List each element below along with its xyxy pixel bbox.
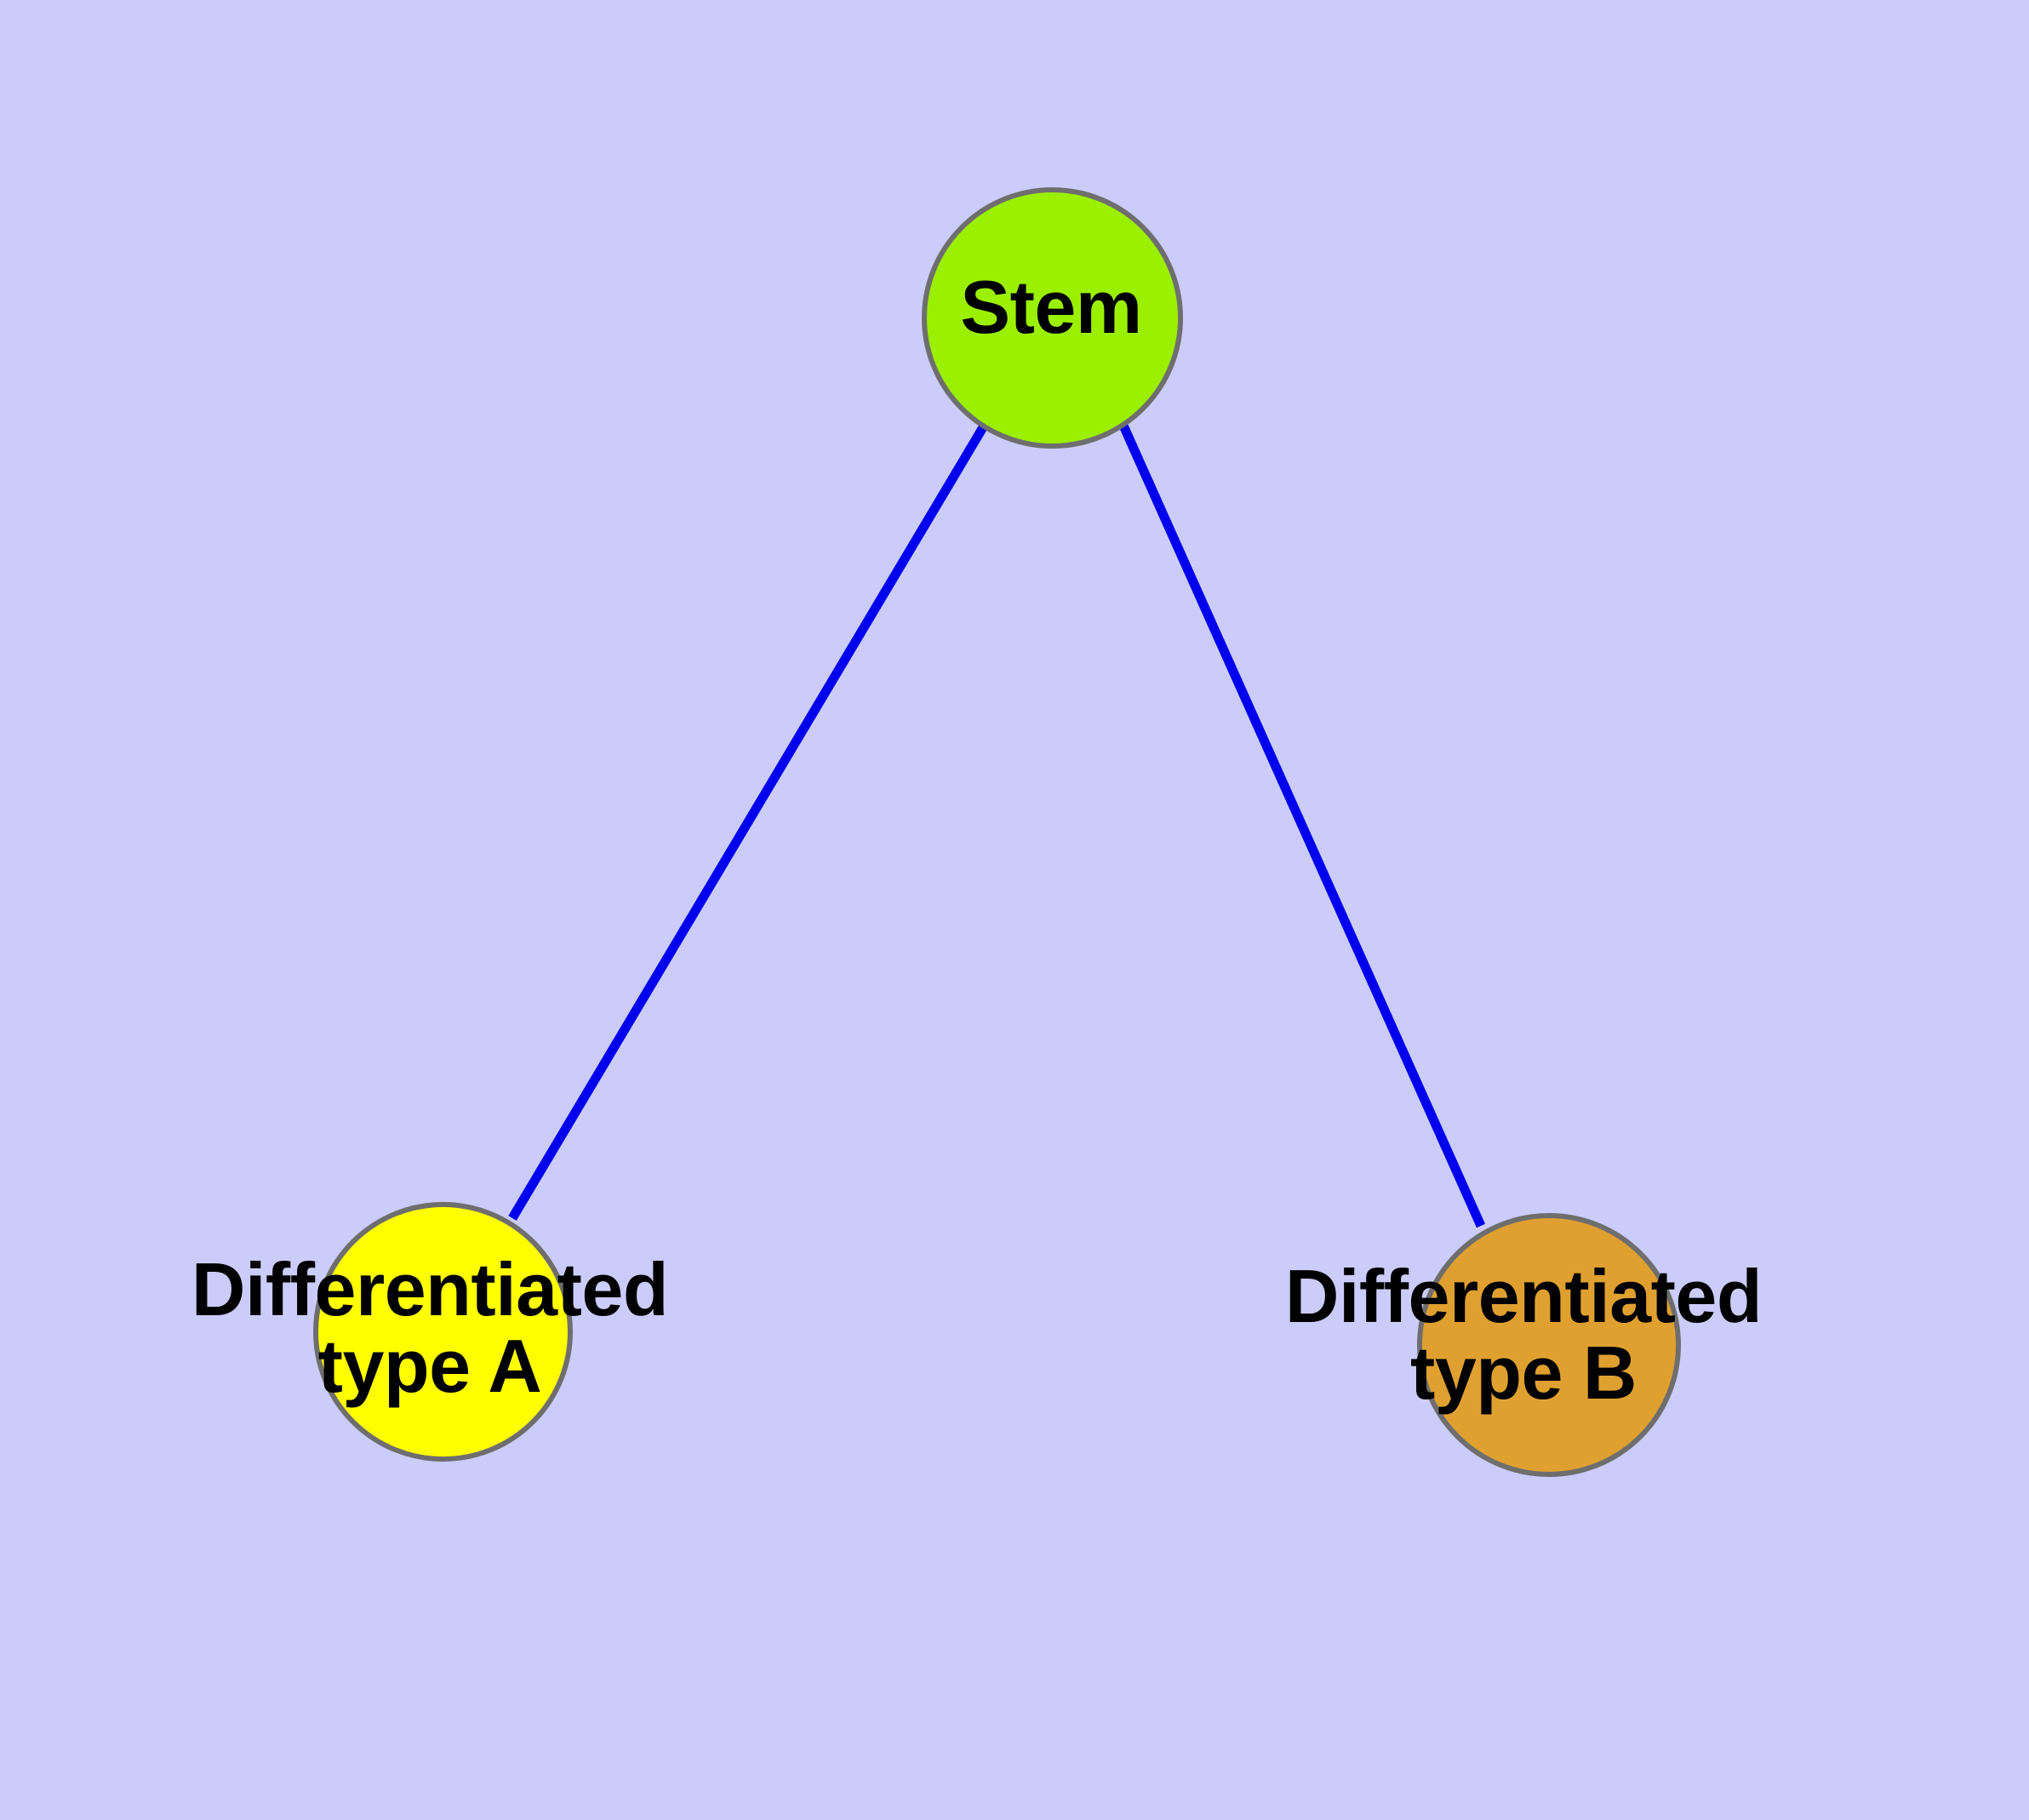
node-differentiated-type-b[interactable] xyxy=(1417,1213,1681,1477)
node-differentiated-type-a[interactable] xyxy=(313,1202,573,1462)
edge-stem-to-diff-b[interactable] xyxy=(1118,423,1486,1228)
node-label-differentiated-type-a: Differentiated type A xyxy=(191,1247,669,1408)
node-label-stem: Stem xyxy=(960,265,1142,349)
edge-stem-to-diff-a[interactable] xyxy=(508,425,987,1221)
node-stem[interactable] xyxy=(922,187,1183,449)
node-label-differentiated-type-b: Differentiated type B xyxy=(1284,1254,1763,1415)
